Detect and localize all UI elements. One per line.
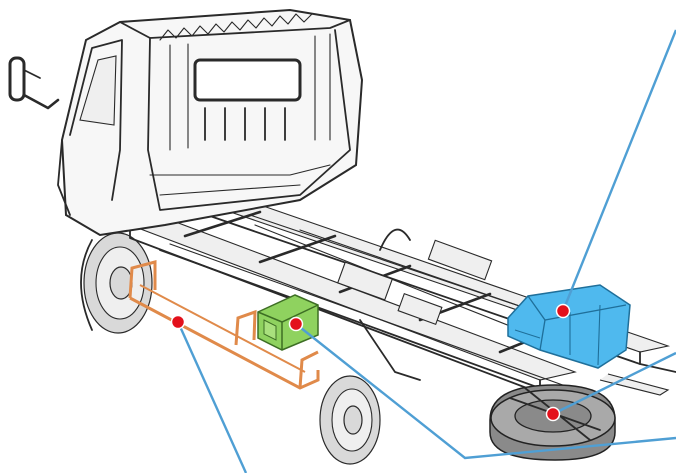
marker-green-module xyxy=(288,316,304,332)
callout-line-fuel-tank xyxy=(561,29,676,312)
marker-spare-tire xyxy=(545,406,561,422)
green-module xyxy=(257,294,319,351)
rear-wheel xyxy=(319,375,381,465)
front-wheel xyxy=(80,232,153,334)
callout-line-side-guard xyxy=(176,321,248,473)
truck-cab xyxy=(57,8,364,237)
marker-side-guard xyxy=(170,314,186,330)
rear-fuel-tank xyxy=(507,284,631,369)
callout-line-spare-tire xyxy=(552,351,676,416)
marker-group xyxy=(170,303,571,422)
side-mirror xyxy=(8,56,60,110)
callout-lines xyxy=(176,29,676,473)
callout-line-green-module xyxy=(295,323,676,460)
marker-fuel-tank xyxy=(555,303,571,319)
side-guard-frame xyxy=(128,260,320,390)
